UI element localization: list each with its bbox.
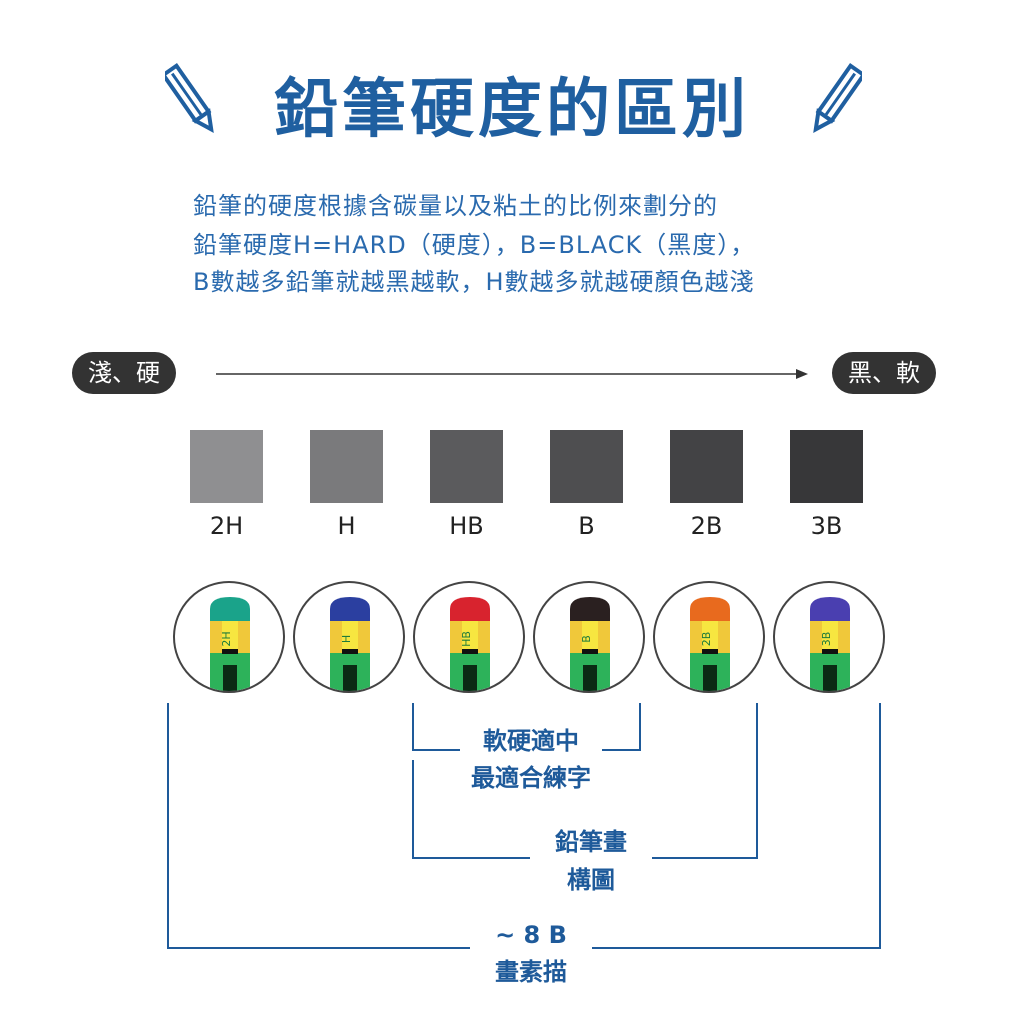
swatch-hb <box>430 430 503 503</box>
outer-range-label: ~ 8 B <box>470 917 592 953</box>
inner-range-desc: 最適合練字 <box>471 764 591 792</box>
svg-text:HB: HB <box>460 631 473 647</box>
grade-label: 3B <box>810 512 843 540</box>
page-title: 鉛筆硬度的區別 <box>274 73 750 147</box>
pencil-tip-b: B <box>533 581 645 693</box>
pencil-tip-hb: HB <box>413 581 525 693</box>
pencil-tip-3b: 3B <box>773 581 885 693</box>
pencil-icon: B <box>570 597 610 691</box>
svg-text:B: B <box>580 635 593 643</box>
description-line: 鉛筆硬度H=HARD（硬度），B=BLACK（黑度）， <box>193 231 756 259</box>
pencil-tip-2b: 2B <box>653 581 765 693</box>
swatch-h <box>310 430 383 503</box>
pencil-icon: 3B <box>810 597 850 691</box>
svg-text:2B: 2B <box>700 632 713 647</box>
outer-range-desc: 畫素描 <box>495 958 567 986</box>
pencil-icon-right <box>813 62 862 133</box>
middle-range-desc: 構圖 <box>567 866 615 894</box>
swatch-3b <box>790 430 863 503</box>
scale-arrow <box>216 369 808 379</box>
pencil-tip-h: H <box>293 581 405 693</box>
pencil-icon: H <box>330 597 370 691</box>
svg-text:H: H <box>340 635 353 643</box>
swatch-2h <box>190 430 263 503</box>
grade-label: HB <box>449 512 484 540</box>
pencil-icon: 2B <box>690 597 730 691</box>
scale-left-label: 淺、硬 <box>72 352 176 394</box>
pencil-icon-left <box>165 62 214 133</box>
grade-label: B <box>578 512 595 540</box>
grade-label: 2H <box>209 512 244 540</box>
middle-range-label: 鉛筆畫 <box>530 824 652 860</box>
pencil-tip-2h: 2H <box>173 581 285 693</box>
scale-right-label: 黑、軟 <box>832 352 936 394</box>
swatch-2b <box>670 430 743 503</box>
svg-text:3B: 3B <box>820 632 833 647</box>
grade-label: H <box>337 512 356 540</box>
description-line: B數越多鉛筆就越黑越軟，H數越多就越硬顏色越淺 <box>193 268 755 296</box>
inner-range-label: 軟硬適中 <box>460 723 602 759</box>
swatch-b <box>550 430 623 503</box>
description-line: 鉛筆的硬度根據含碳量以及粘土的比例來劃分的 <box>193 192 718 220</box>
svg-text:2H: 2H <box>220 631 233 646</box>
pencil-icon: 2H <box>210 597 250 691</box>
grade-label: 2B <box>690 512 723 540</box>
pencil-icon: HB <box>450 597 490 691</box>
